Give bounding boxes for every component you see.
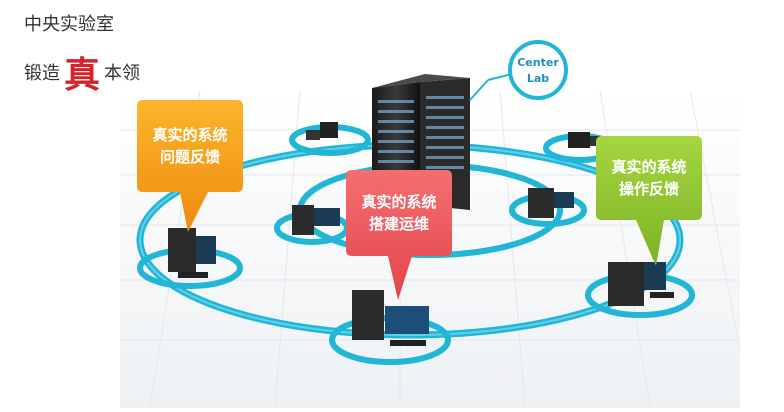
bubble-green-text: 真实的系统 操作反馈 [596, 156, 702, 200]
bubble-red-text: 真实的系统 搭建运维 [346, 191, 452, 235]
bubble-red-line2: 搭建运维 [368, 215, 429, 233]
computer-node-top-right [568, 132, 602, 148]
bubble-orange-line2: 问题反馈 [159, 148, 220, 166]
computer-node-mid-right [528, 188, 574, 218]
bubble-green-line1: 真实的系统 [611, 158, 687, 176]
computer-node-left [168, 228, 216, 278]
bubble-orange-text: 真实的系统 问题反馈 [137, 124, 243, 168]
bubble-green-line2: 操作反馈 [618, 180, 679, 198]
computer-node-top-left [306, 122, 338, 140]
computer-node-bottom [352, 290, 429, 346]
header-line2-prefix: 锻造 [24, 63, 60, 84]
header-line2-suffix: 本领 [104, 63, 141, 84]
header-line1: 中央实验室 [24, 14, 114, 35]
header-highlight-char: 真 [64, 54, 101, 96]
bubble-green [596, 136, 702, 266]
computer-node-mid-left [292, 205, 340, 235]
center-lab-line2: Lab [527, 72, 549, 85]
header-line2: 锻造真本领 [24, 46, 140, 98]
bubble-red-line1: 真实的系统 [361, 193, 437, 211]
computer-node-right [608, 262, 674, 306]
bubble-orange-line1: 真实的系统 [152, 126, 228, 144]
bubble-red [346, 170, 452, 300]
center-lab-badge [508, 40, 568, 100]
bubble-orange [137, 100, 243, 232]
center-lab-line1: Center [517, 56, 559, 69]
